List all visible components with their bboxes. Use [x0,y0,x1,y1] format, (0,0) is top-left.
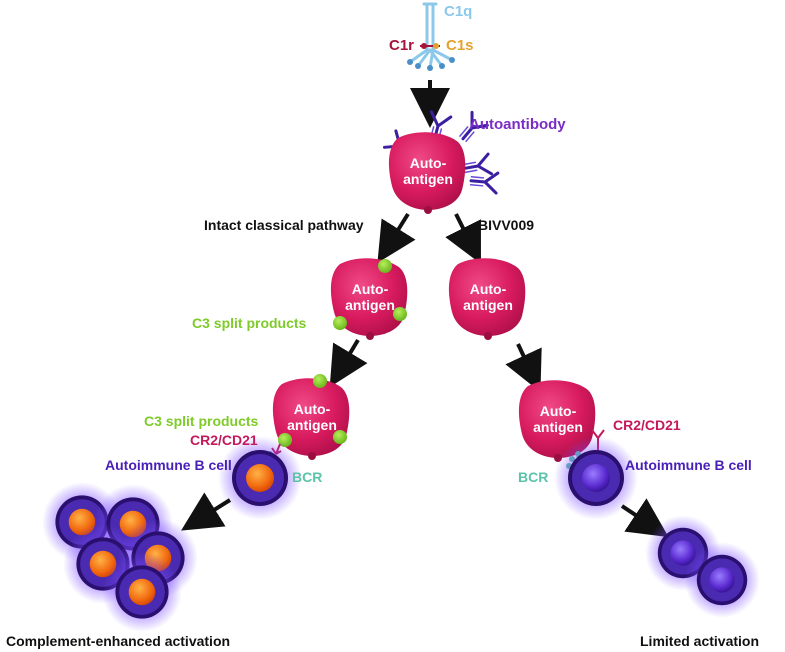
bcell-label-right: Autoimmune B cell [625,457,752,473]
autoantigen-mid-left-line2: antigen [345,297,395,313]
c3-dot-icon [313,374,327,388]
autoantigen-mid-right-line2: antigen [463,297,513,313]
arrow-right-branch-icon [445,213,481,264]
autoantigen-low-left: Auto- antigen [272,378,350,460]
autoantigen-low-left-line1: Auto- [294,401,331,417]
autoantigen-low-right-line2: antigen [533,419,583,435]
arrow-outcome-left-icon [181,492,232,531]
c3-dot-icon [333,316,347,330]
arrow-left-branch-icon [377,212,416,263]
arrow-outcome-right-icon [620,498,669,538]
c1r-label: C1r [389,37,414,54]
autoantigen-low-left-line2: antigen [287,417,337,433]
c3-dot-icon [378,259,392,273]
autoantigen-top-line2: antigen [403,171,453,187]
autoantigen-low-right: Auto- antigen [518,380,596,462]
bcr-label-right: BCR [518,469,548,485]
c3-label-mid: C3 split products [192,315,307,331]
c1s-label: C1s [446,37,474,54]
autoantigen-top: Auto- antigen [388,132,466,214]
c3-dot-icon [333,430,347,444]
c1-complex-icon [407,2,455,71]
arrow-left-down-icon [329,338,368,388]
bcell-label-left: Autoimmune B cell [105,457,232,473]
outcome-left-label: Complement-enhanced activation [6,633,230,649]
autoantigen-top-line1: Auto- [410,155,447,171]
outcome-right-label: Limited activation [640,633,759,649]
bivv009-label: BIVV009 [478,217,534,233]
cr2-label-left: CR2/CD21 [190,432,258,448]
c3-label-low: C3 split products [144,413,259,429]
activated-bcell-cluster-left [42,482,198,632]
c3-dot-icon [393,307,407,321]
autoantibody-label: Autoantibody [469,116,566,133]
autoantigen-mid-left-line1: Auto- [352,281,389,297]
bcr-label-left: BCR [292,469,322,485]
autoimmune-bcell-left [218,436,302,520]
autoantigen-mid-left: Auto- antigen [330,258,408,340]
cr2-label-right: CR2/CD21 [613,417,681,433]
intact-pathway-label: Intact classical pathway [204,217,364,233]
bcell-pair-right [645,515,760,618]
autoantigen-low-right-line1: Auto- [540,403,577,419]
autoantigen-mid-right-line1: Auto- [470,281,507,297]
c1q-label: C1q [444,3,472,20]
arrow-right-down-icon [505,343,542,393]
autoantigen-mid-right: Auto- antigen [448,258,526,340]
